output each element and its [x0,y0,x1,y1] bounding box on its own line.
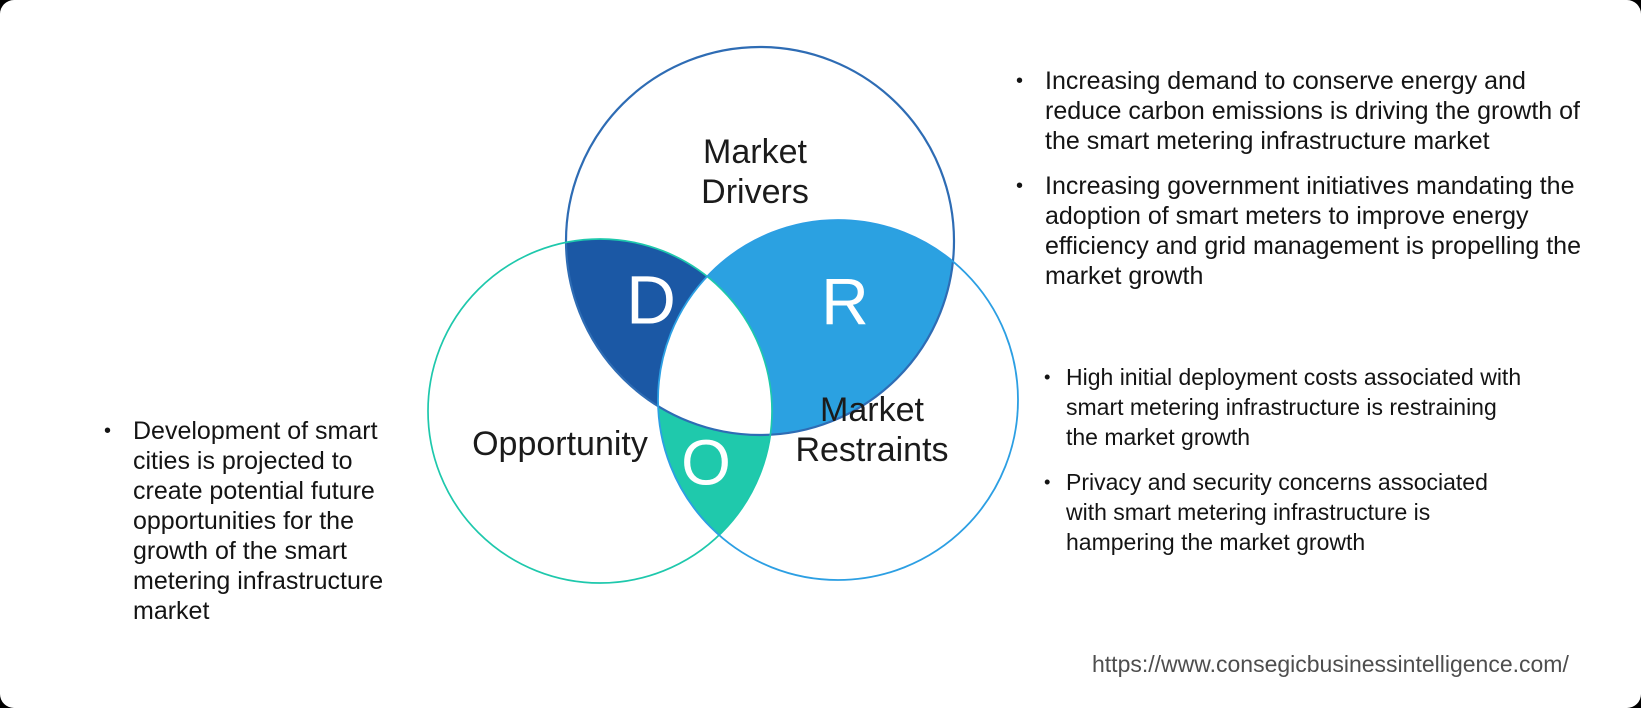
opportunity-label: Opportunity [472,425,648,463]
opportunity-notes-list: Development of smart cities is projected… [98,416,413,626]
bullet-icon [1044,467,1050,497]
market-drivers-label: Market Drivers [701,133,809,211]
bullet-icon [1016,66,1023,96]
list-item: Increasing government initiatives mandat… [1010,171,1595,291]
driver-note-text: Increasing government initiatives mandat… [1045,172,1581,290]
restraints-circle-outline [657,219,1019,581]
letter-o: O [681,426,731,499]
bullet-icon [104,416,111,446]
list-item: High initial deployment costs associated… [1042,362,1526,452]
restraints-intersection-region [658,220,954,435]
restraints-notes-list: High initial deployment costs associated… [1042,362,1526,557]
drivers-circle-outline [564,45,956,437]
list-item: Increasing demand to conserve energy and… [1010,66,1595,156]
bullet-icon [1016,171,1023,201]
opportunity-circle-outline [427,238,773,584]
list-item: Privacy and security concerns associated… [1042,467,1526,557]
restraint-note-text: High initial deployment costs associated… [1066,364,1522,450]
letter-d: D [626,261,676,339]
list-item: Development of smart cities is projected… [98,416,413,626]
source-url: https://www.consegicbusinessintelligence… [1092,651,1569,677]
driver-note-text: Increasing demand to conserve energy and… [1045,67,1580,155]
opportunity-note-text: Development of smart cities is projected… [133,417,384,625]
drivers-notes-list: Increasing demand to conserve energy and… [1010,66,1595,291]
market-restraints-label: Market Restraints [795,391,949,469]
bullet-icon [1044,362,1050,392]
restraint-note-text: Privacy and security concerns associated… [1066,469,1488,555]
letter-r: R [821,264,869,339]
